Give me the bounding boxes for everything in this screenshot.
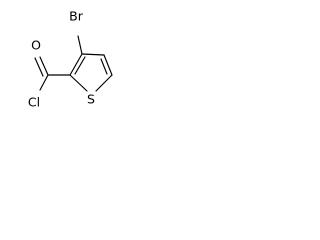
bond-c2-c3-inner [74, 56, 86, 75]
bond-c4-c5 [103, 54, 113, 76]
bond-s-c2 [69, 74, 88, 92]
bond-c3-br [77, 35, 83, 55]
atom-label-s: S [87, 92, 95, 107]
bonds [34, 35, 113, 92]
atom-label-br: Br [69, 9, 84, 24]
bond-c5-s [95, 74, 113, 92]
bond-carbonyl-o-inner [34, 57, 44, 77]
atom-label-o: O [31, 38, 41, 53]
atom-label-cl: Cl [28, 95, 40, 110]
bond-c4-c5-inner [100, 58, 108, 75]
bond-carbonyl-o [39, 56, 49, 76]
bond-c3-c4 [81, 53, 105, 56]
structure-diagram: Br O Cl S [28, 9, 113, 110]
bond-carbonyl-cl [39, 74, 49, 91]
bond-c2-c3 [69, 53, 83, 76]
atom-labels: Br O Cl S [28, 9, 95, 110]
